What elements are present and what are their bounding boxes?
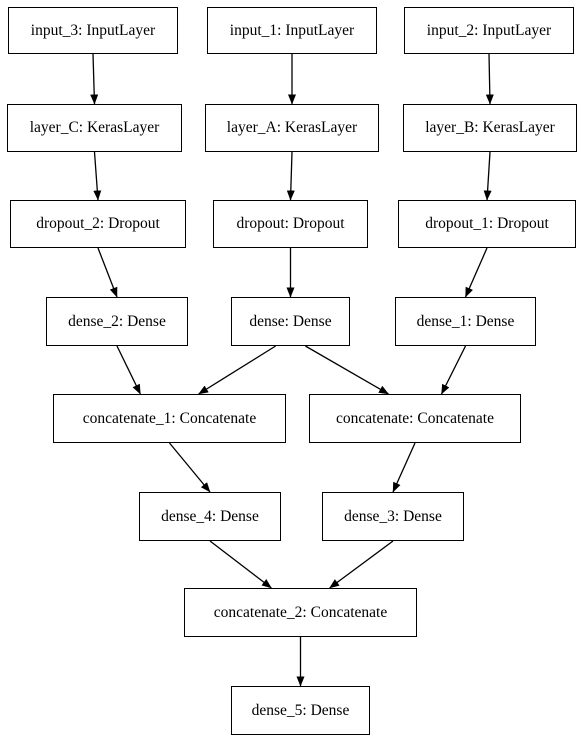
node-dropout: dropout: Dropout — [213, 200, 368, 248]
node-concatenate-1: concatenate_1: Concatenate — [53, 394, 286, 443]
edge-input-3-to-layer-C — [90, 53, 99, 105]
node-layer-c: layer_C: KerasLayer — [7, 104, 182, 152]
edge-dropout-1-to-dense-1 — [464, 247, 488, 298]
edge-dropout-2-to-dense-2 — [97, 247, 118, 298]
edge-dense-3-to-concatenate-2 — [329, 540, 394, 589]
node-concatenate-2: concatenate_2: Concatenate — [184, 588, 417, 637]
node-input-1: input_1: InputLayer — [207, 7, 377, 54]
node-concatenate: concatenate: Concatenate — [309, 394, 521, 443]
edge-dense-to-concatenate-1 — [198, 345, 276, 395]
edge-layer-C-to-dropout-2 — [93, 151, 102, 201]
node-dropout-2: dropout_2: Dropout — [10, 200, 186, 248]
node-dense-5: dense_5: Dense — [231, 686, 370, 735]
edge-input-2-to-layer-B — [485, 53, 494, 105]
node-input-3: input_3: InputLayer — [8, 7, 178, 54]
node-dense: dense: Dense — [231, 297, 350, 346]
node-dropout-1: dropout_1: Dropout — [398, 200, 576, 248]
node-input-2: input_2: InputLayer — [404, 7, 574, 54]
edge-dense-2-to-concatenate-1 — [116, 345, 141, 395]
edge-concatenate-to-dense-3 — [392, 442, 416, 493]
edge-dense-4-to-concatenate-2 — [209, 540, 272, 589]
edge-layer-B-to-dropout-1 — [483, 151, 492, 201]
edge-dense-1-to-concatenate — [440, 345, 467, 395]
edge-layer-A-to-dropout — [286, 151, 295, 201]
node-dense-2: dense_2: Dense — [46, 297, 188, 346]
node-layer-b: layer_B: KerasLayer — [403, 104, 577, 152]
node-layer-a: layer_A: KerasLayer — [205, 104, 379, 152]
node-dense-1: dense_1: Dense — [395, 297, 536, 346]
edge-dense-to-concatenate — [305, 345, 389, 395]
edge-concatenate-1-to-dense-4 — [168, 442, 211, 493]
node-dense-3: dense_3: Dense — [322, 492, 464, 541]
node-dense-4: dense_4: Dense — [139, 492, 281, 541]
